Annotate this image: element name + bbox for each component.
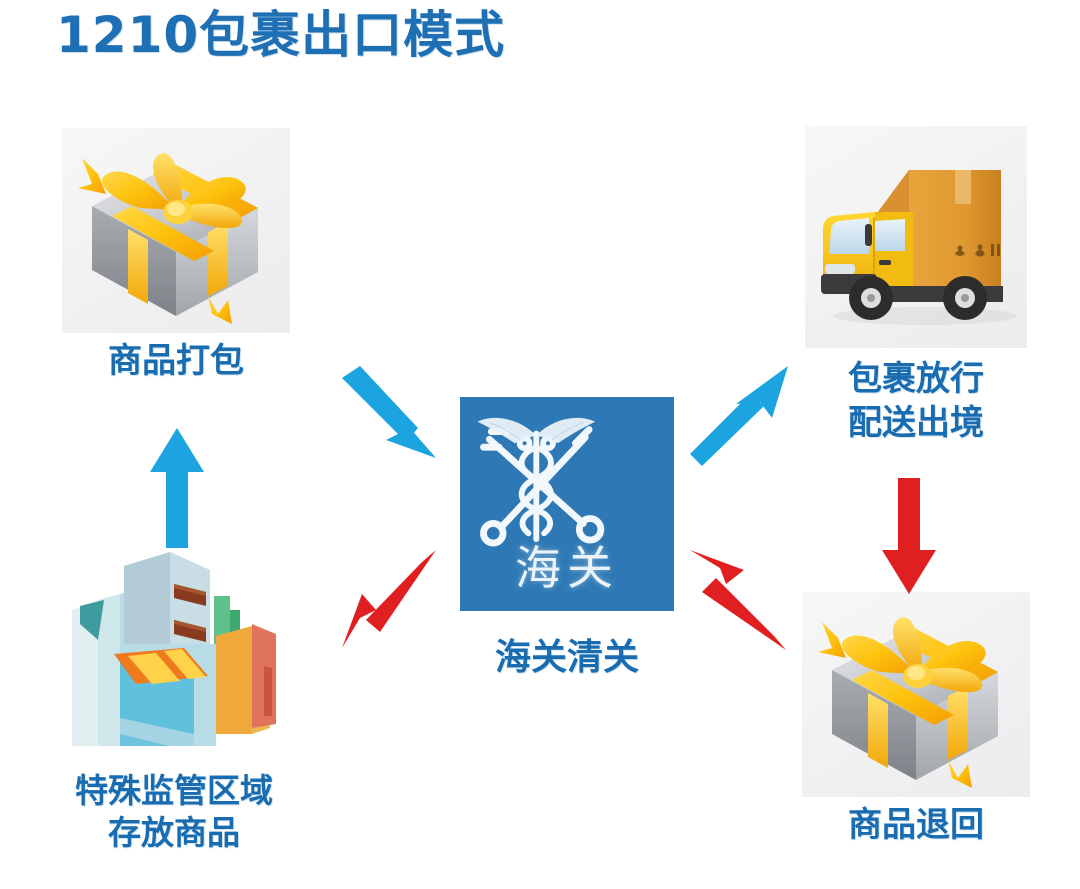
gift-box-icon [78, 153, 258, 324]
customs-emblem-text: 海关 [515, 541, 619, 596]
arrow-customs-to-zone [342, 550, 436, 648]
node-goods-return[interactable]: 商品退回 [802, 592, 1030, 845]
goods-packing-label: 商品打包 [108, 341, 244, 381]
customs-clearance-box[interactable]: 海关 [460, 397, 674, 611]
delivery-truck-icon [821, 170, 1017, 325]
special-supervision-zone-image [58, 548, 290, 760]
arrow-release-to-return [882, 478, 936, 594]
warehouse-building-icon [72, 552, 276, 746]
goods-return-image [802, 592, 1030, 797]
customs-key-caduceus-emblem [477, 417, 605, 547]
page-title: 1210包裹出口模式 [56, 6, 506, 64]
node-parcel-release[interactable]: 包裹放行 配送出境 [805, 126, 1027, 443]
goods-return-label: 商品退回 [848, 805, 984, 845]
parcel-release-label-line1: 包裹放行 [848, 359, 984, 399]
special-supervision-zone-label-line2: 存放商品 [108, 813, 240, 852]
gift-box-icon [818, 617, 998, 788]
parcel-release-image [805, 126, 1027, 348]
parcel-release-label-line2: 配送出境 [848, 403, 984, 443]
arrow-return-to-customs [690, 550, 786, 650]
special-supervision-zone-label-line1: 特殊监管区域 [75, 771, 273, 810]
arrow-packing-to-customs [342, 366, 436, 458]
arrow-customs-to-release [690, 366, 788, 466]
node-special-supervision-zone[interactable]: 特殊监管区域 存放商品 [58, 548, 290, 852]
goods-packing-image [62, 128, 290, 333]
arrow-zone-to-packing [150, 428, 204, 548]
node-goods-packing[interactable]: 商品打包 [62, 128, 290, 381]
customs-clearance-caption: 海关清关 [494, 637, 639, 678]
